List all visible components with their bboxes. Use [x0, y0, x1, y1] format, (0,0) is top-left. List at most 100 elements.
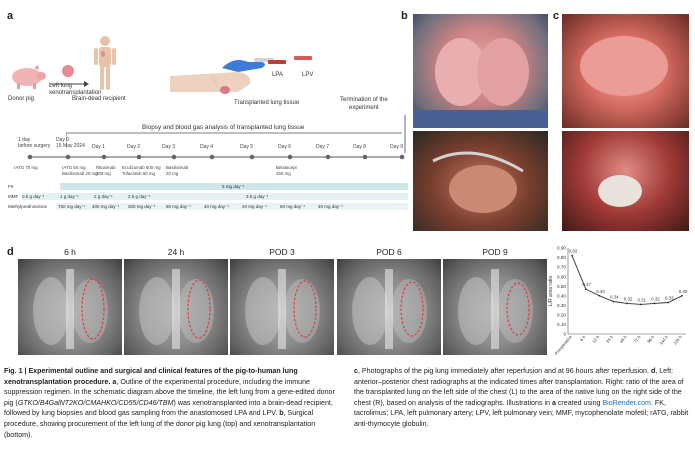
x-tick-label: 48 h: [619, 334, 629, 344]
timeline-dot: [249, 154, 255, 160]
data-label: 0.40: [596, 289, 605, 294]
x-tick-label: 216 h: [672, 334, 683, 346]
photo-reperfusion-96h: [562, 131, 689, 231]
termination-arrow-icon: [404, 115, 406, 153]
timeline-dot: [101, 154, 107, 160]
data-point: [653, 302, 656, 305]
timeline-dot: [325, 154, 331, 160]
mmf-value: 2.5 g day⁻¹: [128, 194, 151, 199]
mmf-bar: [22, 193, 408, 200]
y-tick-label: 0: [563, 332, 566, 337]
timeline-day-label: Day 6: [278, 144, 292, 150]
timeline-day-label: Day 2: [127, 144, 141, 150]
caption-left: Fig. 1 | Experimental outline and surgic…: [4, 367, 335, 439]
timeline-dot: [27, 154, 33, 160]
xray-time-label: 6 h: [64, 247, 76, 257]
methylprednisolone-value: 40 mg day⁻¹: [242, 204, 267, 209]
methylprednisolone-value: 80 mg day⁻¹: [166, 204, 191, 209]
mmf-value: 3.5 g day⁻¹: [246, 194, 269, 199]
photo-reperfusion-immediate: [562, 14, 689, 128]
y-axis-label: L/R area ratio: [548, 276, 554, 307]
brain-dead-recipient-illustration: [94, 36, 116, 90]
biopsy-label: Biopsy and blood gas analysis of transpl…: [142, 124, 305, 131]
x-tick-label: 144 h: [658, 334, 669, 346]
mmf-label: MMF: [8, 194, 19, 199]
y-tick-label: 0.90: [557, 246, 566, 251]
brain-dead-label: Brain-dead recipient: [72, 96, 126, 102]
xray-time-label: POD 6: [376, 247, 402, 257]
data-point: [681, 294, 683, 297]
data-label: 0.31: [637, 297, 646, 302]
timeline-dot: [362, 154, 368, 160]
methylprednisolone-value: 400 mg day⁻¹: [92, 204, 120, 209]
fk-value: 5 mg day⁻¹: [222, 184, 245, 189]
donor-pig-label: Donor pig: [8, 96, 35, 102]
data-point: [571, 254, 573, 257]
chest-radiograph: [337, 259, 441, 355]
methylprednisolone-value: 300 mg day⁻¹: [128, 204, 156, 209]
panel-b-label: b: [401, 10, 408, 22]
data-point: [667, 301, 670, 304]
x-tick-label: 6 h: [579, 334, 587, 342]
methylprednisolone-value: 40 mg day⁻¹: [318, 204, 343, 209]
biopsy-bracket: [66, 132, 402, 148]
panel-c-label: c: [553, 10, 560, 22]
timeline-day-label: Day 8: [353, 144, 367, 150]
timeline-axis: [27, 154, 405, 160]
termination-label: Termination of the experiment: [340, 97, 388, 111]
timeline-day-label: Day 0 15 May 2024: [56, 137, 85, 149]
timeline-day-label: Day 5: [240, 144, 254, 150]
dose-note: Belatacept 250 mg: [276, 165, 297, 176]
lr-area-ratio-chart: 0.900.800.700.600.500.400.300.200.100L/R…: [548, 246, 688, 356]
caption-right: c, Photographs of the pig lung immediate…: [354, 367, 689, 428]
donor-pig-illustration: [12, 65, 46, 89]
chest-radiograph: [443, 259, 547, 355]
methylprednisolone-value: 750 mg day⁻¹: [58, 204, 86, 209]
panel-a-label: a: [7, 10, 14, 22]
timeline-day-label: Day 1: [92, 144, 106, 150]
y-tick-label: 0.20: [557, 312, 566, 317]
timeline-day-label: Day 4: [200, 144, 214, 150]
data-point: [626, 302, 628, 305]
xeno-label: Left lung xenotransplantation: [49, 83, 102, 96]
y-tick-label: 0.40: [557, 293, 566, 298]
dose-note: rATG 75 mg: [14, 165, 38, 170]
transplanted-tissue-icon: [220, 86, 230, 94]
timeline-day-label: Day 7: [316, 144, 330, 150]
chest-radiograph: [124, 259, 228, 355]
panel-d-label: d: [7, 246, 14, 258]
x-tick-label: Preoperative: [554, 334, 574, 356]
arm-illustration: [170, 72, 251, 92]
y-tick-label: 0.70: [557, 265, 566, 270]
lung-icon: [62, 65, 74, 77]
data-point: [598, 294, 601, 297]
timeline-dot: [136, 154, 142, 160]
xray-time-label: POD 9: [482, 247, 508, 257]
chest-radiograph: [18, 259, 122, 355]
timeline-day-label: Day 9: [390, 144, 404, 150]
data-label: 0.33: [665, 295, 674, 300]
mmf-value: 1 g day⁻¹: [60, 194, 79, 199]
timeline-day-label: 1 day before surgery: [18, 137, 51, 149]
syringes-icon: [268, 56, 312, 64]
timeline-dot: [171, 154, 177, 160]
lpa-label: LPA: [272, 72, 283, 78]
mp-label: Methylprednisolone: [8, 204, 48, 209]
transplanted-tissue-label: Transplanted lung tissue: [234, 100, 300, 106]
mmf-value: 2 g day⁻¹: [94, 194, 113, 199]
xray-time-label: POD 3: [269, 247, 295, 257]
mmf-value: 0.5 g day⁻¹: [22, 194, 45, 199]
fk-label: FK: [8, 184, 14, 189]
data-label: 0.34: [610, 295, 619, 300]
methylprednisolone-value: 40 mg day⁻¹: [204, 204, 229, 209]
mp-bar: [56, 203, 408, 210]
timeline-dot: [209, 154, 215, 160]
data-label: 0.32: [651, 296, 660, 301]
timeline-dot: [65, 154, 71, 160]
dose-note: Basiliximab 20 mg: [166, 165, 189, 176]
y-tick-label: 0.30: [557, 303, 566, 308]
data-label: 0.40: [679, 289, 688, 294]
x-tick-label: 96 h: [646, 334, 656, 344]
chest-radiograph: [230, 259, 334, 355]
methylprednisolone-value: 60 mg day⁻¹: [280, 204, 305, 209]
